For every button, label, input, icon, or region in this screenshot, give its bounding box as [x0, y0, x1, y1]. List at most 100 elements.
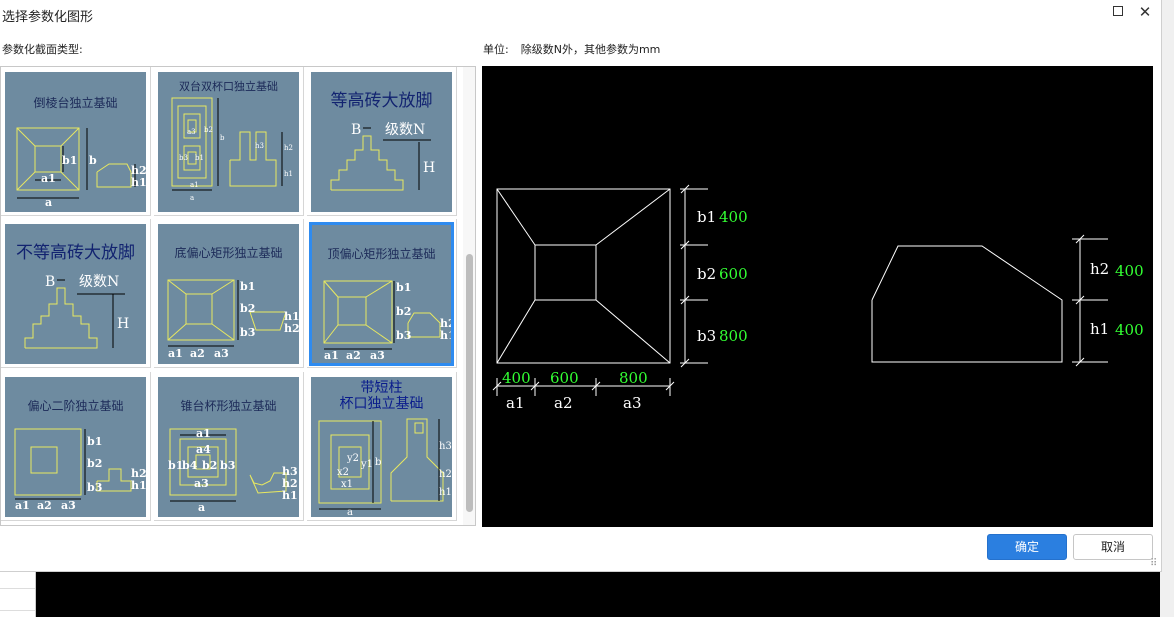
label-a: a: [347, 507, 353, 517]
label-a1: a1: [15, 499, 30, 512]
label-a2: a2: [190, 347, 205, 360]
label-H: H: [117, 316, 129, 332]
shape-tile-inverted-frustum[interactable]: 倒棱台独立基础 b1: [1, 67, 151, 216]
label-b2: b2: [87, 457, 102, 470]
label-h1: h1: [282, 489, 298, 502]
short-column-cup-thumbnail: y2 y1 b x2 x1 a h3 h2 h1: [318, 418, 452, 517]
dialog-title: 选择参数化图形: [2, 10, 94, 25]
tile-caption: 底偏心矩形独立基础: [174, 246, 283, 260]
shape-tile-bottom-eccentric[interactable]: 底偏心矩形独立基础 b1 b2 b3: [154, 219, 304, 368]
unit-text: 除级数N外，其他参数为mm: [520, 43, 661, 56]
section-type-label: 参数化截面类型:: [2, 43, 83, 56]
shape-tile-double-cup[interactable]: 双台双杯口独立基础: [154, 67, 304, 216]
dim-value-b3: 800: [719, 327, 748, 345]
label-a3: a3: [370, 349, 385, 362]
label-b2: b2: [204, 126, 213, 134]
label-h1: h1: [439, 487, 452, 498]
label-b: b: [89, 154, 97, 167]
top-eccentric-thumbnail: b1 b2 b3 h2 h1 a1 a2 a3: [323, 280, 454, 362]
unit-note: 单位: 除级数N外，其他参数为mm: [483, 41, 672, 57]
label-b2: b2: [202, 459, 217, 472]
label-h2: h2: [131, 164, 146, 177]
label-y2: y2: [346, 453, 359, 464]
label-a3: a3: [61, 499, 76, 512]
dim-label-a1: a1: [506, 394, 525, 412]
label-a4: a4: [196, 443, 211, 456]
eccentric-two-step-thumbnail: b1 b2 b3 h2 h1 a1 a2 a3: [14, 428, 146, 512]
unit-label: 单位:: [483, 43, 509, 56]
label-h1: h1: [284, 310, 299, 323]
tile-caption: 顶偏心矩形独立基础: [327, 247, 436, 261]
tile-caption: 倒棱台独立基础: [33, 96, 118, 110]
tile-caption-line2: 杯口独立基础: [339, 396, 424, 412]
frustum-cup-thumbnail: a1 a4 b1 b4 b2 b3 a3 a h3 h2 h1: [168, 427, 298, 514]
dim-label-b1: b1: [697, 208, 716, 226]
ok-button[interactable]: 确定: [987, 534, 1067, 560]
dim-value-b2: 600: [719, 265, 748, 283]
dim-label-h2: h2: [1090, 260, 1109, 278]
dim-value-h1: 400: [1115, 321, 1144, 339]
label-a2: a2: [37, 499, 52, 512]
gallery-scrollbar[interactable]: [463, 67, 475, 525]
inverted-frustum-thumbnail: b1 b h2 h1 a1 a: [16, 127, 146, 209]
dim-value-b1: 400: [719, 208, 748, 226]
label-h1: h1: [284, 170, 293, 178]
tile-caption: 偏心二阶独立基础: [27, 399, 124, 413]
label-a1: a1: [168, 347, 183, 360]
maximize-icon[interactable]: [1111, 5, 1125, 19]
label-a3: a3: [194, 477, 209, 490]
gallery-scrollbar-thumb[interactable]: [466, 254, 473, 512]
label-b1: b1: [168, 459, 183, 472]
label-h2: h2: [439, 469, 452, 480]
label-h1: h1: [131, 479, 146, 492]
label-b3: b3: [396, 329, 411, 342]
label-b1: b1: [87, 435, 102, 448]
dim-value-h2: 400: [1115, 262, 1144, 280]
preview-drawing: b1 400 b2 600 b3 800 400 600 800 a1 a2 a…: [492, 184, 1144, 412]
label-H: H: [423, 160, 435, 176]
cancel-button[interactable]: 取消: [1073, 534, 1153, 560]
label-B: B: [45, 274, 55, 290]
background-scrollbar[interactable]: [1160, 0, 1174, 617]
label-b3: b3: [240, 326, 255, 339]
label-h3: h3: [439, 441, 452, 452]
shape-tile-equal-brick-footing[interactable]: 等高砖大放脚 B 级数N H: [307, 67, 457, 216]
tile-caption-line1: 带短柱: [360, 380, 403, 396]
shape-tile-short-column-cup[interactable]: 带短柱 杯口独立基础 y2: [307, 372, 457, 521]
label-a: a: [198, 501, 205, 514]
label-h2: h2: [440, 317, 454, 330]
label-b1: b1: [62, 154, 77, 167]
tile-caption: 锥台杯形独立基础: [180, 399, 277, 413]
close-icon[interactable]: ✕: [1138, 3, 1152, 21]
shape-tile-eccentric-two-step[interactable]: 偏心二阶独立基础 b1 b2 b3 h2 h1: [1, 372, 151, 521]
label-h2: h2: [131, 467, 146, 480]
tile-caption: 双台双杯口独立基础: [179, 80, 278, 93]
label-a2: a2: [346, 349, 361, 362]
label-h3: h3: [282, 465, 298, 478]
label-b2: b2: [240, 302, 255, 315]
label-h1: h1: [131, 176, 146, 189]
shape-tile-frustum-cup[interactable]: 锥台杯形独立基础 a1 a4 b1: [154, 372, 304, 521]
shape-preview-canvas: b1 400 b2 600 b3 800 400 600 800 a1 a2 a…: [482, 66, 1153, 527]
resize-grip-icon[interactable]: ⠿: [1150, 558, 1158, 569]
label-b1: b1: [396, 281, 411, 294]
label-b2: b2: [396, 305, 411, 318]
label-h2: h2: [284, 144, 293, 152]
dim-value-a3: 800: [619, 369, 648, 387]
label-a: a: [190, 194, 194, 202]
label-b: b: [220, 134, 225, 142]
label-x1: x1: [341, 479, 353, 490]
label-b4: b4: [182, 459, 198, 472]
label-b: b: [375, 457, 381, 468]
dim-value-a2: 600: [550, 369, 579, 387]
label-b1: b1: [240, 280, 255, 293]
dim-label-h1: h1: [1090, 320, 1109, 338]
label-y1: y1: [360, 459, 373, 470]
dim-label-a3: a3: [623, 394, 642, 412]
shape-tile-top-eccentric[interactable]: 顶偏心矩形独立基础 b1 b2 b3: [307, 219, 457, 368]
double-cup-thumbnail: a3 b3 b1 b2 b h3 h2 h1 a1 a: [171, 97, 293, 202]
label-a: a: [45, 196, 52, 209]
section-view: [871, 234, 1108, 367]
label-h2: h2: [284, 322, 299, 335]
shape-tile-unequal-brick-footing[interactable]: 不等高砖大放脚 B 级数N H: [1, 219, 151, 368]
